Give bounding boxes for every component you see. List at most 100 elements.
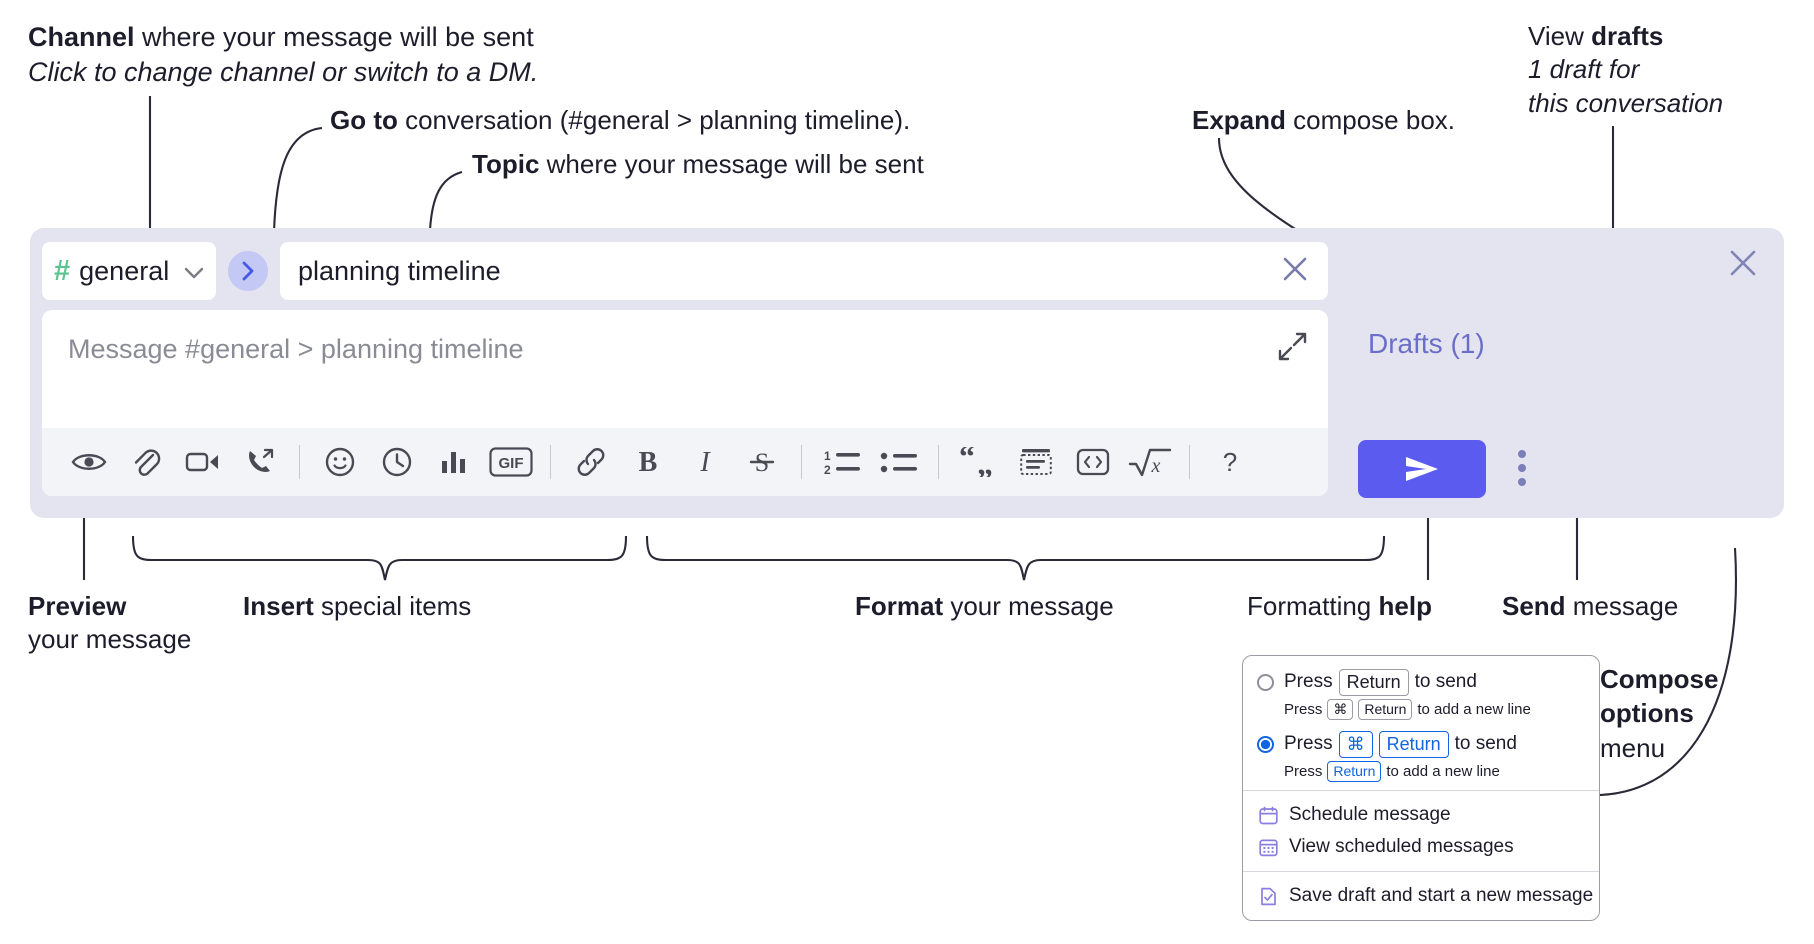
topic-value: planning timeline [298,255,501,286]
menu-item-save-draft[interactable]: Save draft and start a new message [1243,880,1599,912]
help-icon[interactable]: ? [1201,438,1258,486]
annotation-preview: Preview your message [28,590,228,657]
sub-prefix: Press [1284,700,1323,718]
annotation-expand-bold: Expand [1192,105,1286,135]
goto-conversation-button[interactable] [228,251,268,291]
svg-text:“: “ [959,447,975,474]
key-command: ⌘ [1327,698,1354,720]
annotation-compose-bold2: options [1600,698,1694,729]
annotation-drafts: View drafts 1 draft for this conversatio… [1528,20,1723,120]
poll-icon[interactable] [425,438,482,486]
annotation-channel-rest: where your message will be sent [134,22,534,52]
option-return-prefix: Press [1284,671,1333,693]
annotation-topic: Topic where your message will be sent [472,148,924,181]
annotation-channel: Channel where your message will be sent … [28,20,538,89]
annotation-topic-bold: Topic [472,149,540,179]
video-icon[interactable] [174,438,231,486]
send-option-cmd-return[interactable]: Press ⌘ Return to send [1243,728,1599,761]
toolbar-divider [550,445,551,479]
annotation-help-lead: Formatting [1247,591,1379,621]
close-icon[interactable] [1726,246,1760,285]
annotation-drafts-lead: View [1528,21,1592,51]
compose-options-button[interactable] [1518,450,1526,486]
sub-suffix: to add a new line [1386,762,1500,780]
emoji-icon[interactable] [311,438,368,486]
svg-text:GIF: GIF [498,455,523,472]
message-input-area[interactable]: Message #general > planning timeline [42,310,1328,496]
annotation-drafts-bold: drafts [1591,21,1664,51]
annotation-drafts-italic1: 1 draft for [1528,54,1640,85]
kebab-dot [1518,478,1526,486]
code-block-icon[interactable] [1007,438,1064,486]
menu-item-schedule-message[interactable]: Schedule message [1243,799,1599,831]
send-option-return[interactable]: Press Return to send [1243,666,1599,699]
key-return: Return [1378,731,1449,758]
annotation-goto-bold: Go to [330,105,398,135]
chevron-down-icon [184,256,204,287]
channel-name: general [79,255,170,286]
channel-selector[interactable]: # general [42,242,216,300]
annotation-drafts-italic2: this conversation [1528,87,1724,118]
svg-text:„: „ [977,447,993,477]
annotation-insert-bold: Insert [243,591,314,621]
sub-suffix: to add a new line [1417,700,1531,718]
annotation-preview-bold: Preview [28,591,127,621]
compose-right-column: Drafts (1) [1328,228,1784,518]
annotation-compose-options: Compose options menu [1600,662,1780,765]
radio-return[interactable] [1257,673,1274,691]
formatting-toolbar: GIF B I [42,428,1328,496]
attachment-icon[interactable] [117,438,174,486]
toolbar-divider [801,445,802,479]
strikethrough-icon[interactable]: S [733,438,790,486]
compose-main-column: # general planning timeline M [42,240,1328,504]
key-return: Return [1327,760,1382,782]
svg-text:2: 2 [824,463,831,476]
annotation-help: Formatting help [1247,590,1432,623]
drafts-link[interactable]: Drafts (1) [1368,328,1485,359]
gif-icon[interactable]: GIF [482,438,539,486]
italic-icon[interactable]: I [676,438,733,486]
link-icon[interactable] [562,438,619,486]
annotation-insert: Insert special items [243,590,471,623]
audio-call-icon[interactable] [231,438,288,486]
expand-compose-icon[interactable] [1278,332,1308,367]
blockquote-icon[interactable]: “„ [950,438,1007,486]
send-button[interactable] [1358,440,1486,498]
toolbar-divider [299,445,300,479]
compose-options-menu: Press Return to send Press ⌘ Return to a… [1242,655,1600,921]
annotation-channel-bold: Channel [28,22,135,52]
bulleted-list-icon[interactable] [870,438,927,486]
svg-text:1: 1 [824,449,831,463]
clock-icon[interactable] [368,438,425,486]
annotation-goto-rest: conversation (#general > planning timeli… [397,105,911,135]
chevron-right-icon [242,261,254,281]
option-return-suffix: to send [1414,671,1477,693]
svg-text:I: I [699,447,711,477]
topic-field[interactable]: planning timeline [280,242,1328,300]
send-option-cmd-sub: Press Return to add a new line [1243,760,1599,782]
math-icon[interactable]: x [1121,438,1178,486]
svg-text:?: ? [1222,447,1236,477]
radio-cmd-return[interactable] [1257,735,1274,753]
menu-item-view-scheduled[interactable]: View scheduled messages [1243,831,1599,863]
annotation-help-bold: help [1378,591,1432,621]
clear-topic-icon[interactable] [1278,252,1312,291]
kebab-dot [1518,464,1526,472]
menu-divider [1243,790,1599,791]
kebab-dot [1518,450,1526,458]
annotation-goto: Go to conversation (#general > planning … [330,104,910,137]
option-cmd-prefix: Press [1284,733,1333,755]
svg-text:B: B [638,447,657,477]
preview-icon[interactable] [60,438,117,486]
calendar-icon [1259,806,1278,825]
bold-icon[interactable]: B [619,438,676,486]
svg-text:x: x [1150,455,1160,477]
menu-item-label: View scheduled messages [1289,836,1514,857]
annotation-topic-rest: where your message will be sent [539,149,924,179]
save-draft-icon [1259,887,1278,906]
code-icon[interactable] [1064,438,1121,486]
annotation-expand-rest: compose box. [1285,105,1456,135]
option-cmd-suffix: to send [1454,733,1517,755]
menu-divider [1243,871,1599,872]
